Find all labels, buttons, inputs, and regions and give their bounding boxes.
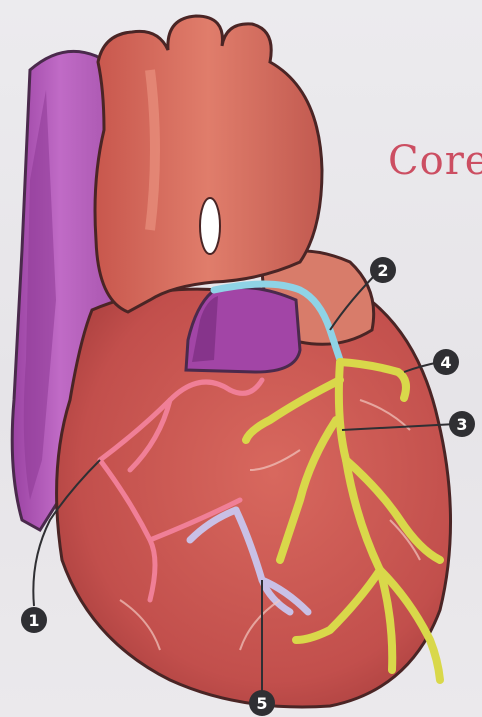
label-4-text: 4 <box>440 353 451 372</box>
label-1-text: 1 <box>28 611 39 630</box>
aorta-opening <box>200 198 220 254</box>
aorta-highlight <box>150 70 155 230</box>
label-marker-4: 4 <box>433 349 459 375</box>
label-marker-3: 3 <box>449 411 475 437</box>
label-2-text: 2 <box>377 261 388 280</box>
label-5-text: 5 <box>256 694 267 713</box>
label-marker-1: 1 <box>21 607 47 633</box>
label-3-text: 3 <box>456 415 467 434</box>
label-marker-2: 2 <box>370 257 396 283</box>
label-marker-5: 5 <box>249 690 275 716</box>
aorta <box>95 16 322 312</box>
